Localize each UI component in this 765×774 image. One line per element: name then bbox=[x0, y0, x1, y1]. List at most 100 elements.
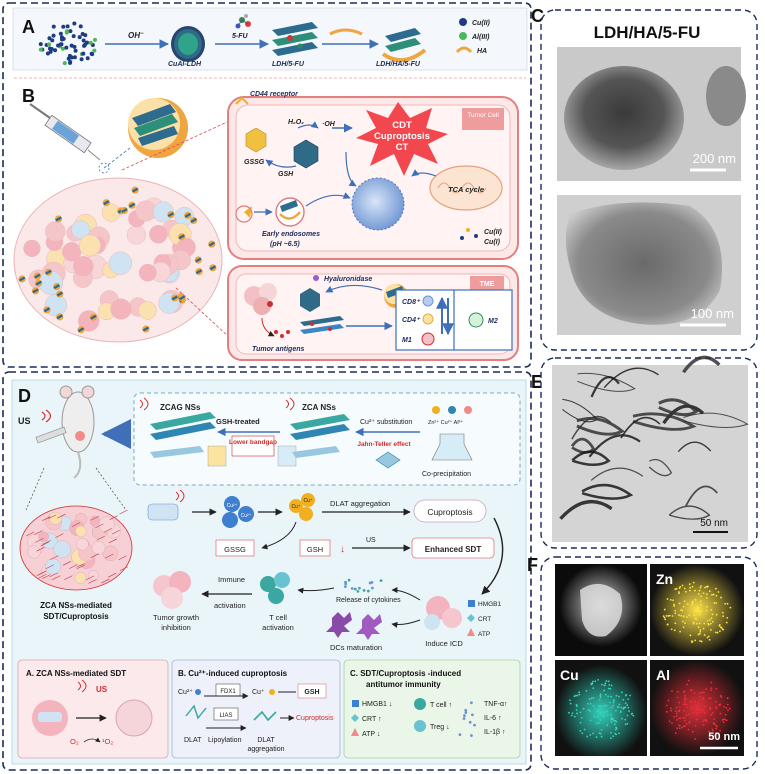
tem-particle-1 bbox=[564, 66, 684, 170]
fiber bbox=[85, 575, 95, 581]
eds-dot bbox=[599, 693, 602, 696]
eds-dot bbox=[669, 598, 672, 601]
enhanced-sdt-box bbox=[411, 537, 495, 559]
eds-dot bbox=[676, 696, 679, 699]
ldh-hex-1 bbox=[245, 127, 267, 153]
eds-dot bbox=[697, 606, 700, 609]
eds-dot bbox=[594, 680, 597, 683]
eds-dot bbox=[711, 728, 714, 731]
tissue-cell bbox=[138, 301, 157, 320]
eds-dot bbox=[671, 690, 673, 693]
eds-dot bbox=[725, 719, 728, 722]
burst-ct: CT bbox=[396, 142, 409, 153]
eds-dot bbox=[624, 718, 627, 721]
us-waves bbox=[41, 409, 52, 423]
eds-dot bbox=[678, 602, 681, 605]
cuproptosis-pill bbox=[413, 499, 487, 523]
ha-strand-icon bbox=[329, 28, 363, 36]
flake bbox=[668, 505, 711, 520]
eds-dot bbox=[686, 683, 688, 686]
eds-dot bbox=[685, 714, 688, 717]
eds-dot bbox=[609, 687, 612, 690]
subbox-b-lipoylation: Lipoylation bbox=[208, 737, 242, 744]
eds-dot bbox=[694, 589, 696, 592]
eds-dot bbox=[692, 622, 695, 625]
fiber bbox=[52, 575, 61, 581]
fiber bbox=[55, 533, 64, 538]
eds-dot bbox=[670, 628, 673, 631]
subbox-a-cell-2 bbox=[115, 699, 153, 737]
label-oh: OH− bbox=[128, 31, 144, 40]
ldh-5fu-icon bbox=[272, 22, 318, 56]
arrow-gsh bbox=[265, 159, 297, 168]
nanoparticle-zoom bbox=[98, 98, 188, 174]
eds-dot bbox=[693, 692, 696, 695]
nanoparticle-mini bbox=[171, 294, 179, 302]
tem-particle-2 bbox=[706, 66, 746, 126]
eds-dot bbox=[688, 713, 691, 716]
eds-dot bbox=[674, 612, 677, 615]
nanoparticle-mini bbox=[33, 272, 41, 280]
fiber bbox=[50, 555, 59, 560]
eds-dot bbox=[710, 713, 713, 716]
ion-dot bbox=[68, 60, 73, 65]
eds-dot bbox=[715, 727, 718, 730]
eds-dot bbox=[689, 586, 692, 589]
ion-dot bbox=[38, 47, 43, 52]
eds-dot bbox=[694, 724, 697, 727]
eds-dot bbox=[711, 594, 713, 596]
eds-dot bbox=[603, 711, 606, 714]
cytokine bbox=[343, 585, 347, 589]
eds-dot bbox=[603, 715, 606, 718]
tissue-cell bbox=[45, 221, 66, 242]
label-gsh-treated: GSH-treated bbox=[216, 417, 260, 426]
eds-dot bbox=[604, 693, 607, 696]
fiber bbox=[90, 553, 99, 558]
eds-dot bbox=[709, 706, 712, 709]
subbox-a-singlet-o2: ¹O₂ bbox=[102, 737, 113, 746]
eds-dot bbox=[706, 585, 709, 588]
eds-dot bbox=[728, 707, 731, 710]
eds-dot bbox=[675, 706, 678, 709]
eds-dot bbox=[592, 704, 595, 707]
eds-dot bbox=[674, 710, 677, 712]
eds-dot bbox=[682, 703, 685, 706]
tumor-cell-d bbox=[45, 558, 62, 575]
tissue-cell bbox=[71, 220, 91, 240]
cytokine bbox=[370, 580, 374, 584]
label-mediated-2: SDT/Cuproptosis bbox=[43, 612, 109, 621]
arrow-to-nucleus bbox=[305, 192, 351, 207]
label-oh-rad: ·OH bbox=[322, 121, 336, 128]
eds-dot bbox=[688, 721, 691, 724]
tissue-cell bbox=[108, 251, 133, 275]
eds-dot bbox=[720, 596, 722, 599]
eds-dot bbox=[689, 701, 691, 704]
eds-dot bbox=[626, 704, 629, 707]
fiber bbox=[111, 529, 120, 535]
eds-dot bbox=[724, 713, 727, 716]
tumor-cell-tag bbox=[462, 108, 504, 130]
label-cual-ldh: CuAl-LDH bbox=[168, 61, 202, 68]
ion-dot bbox=[79, 57, 84, 62]
eds-dot bbox=[574, 694, 577, 697]
eds-dot bbox=[697, 633, 700, 636]
eds-dot bbox=[607, 695, 610, 698]
eds-dot bbox=[676, 727, 679, 730]
ion-dot bbox=[78, 24, 83, 29]
eds-dot bbox=[575, 709, 578, 711]
eds-dot bbox=[706, 605, 708, 608]
eds-dot bbox=[686, 616, 688, 618]
eds-dot bbox=[579, 721, 582, 724]
eds-dot bbox=[610, 713, 612, 716]
fiber bbox=[118, 555, 127, 561]
label-cu-i: Cu(I) bbox=[484, 239, 501, 246]
nanoparticle-mini bbox=[77, 326, 85, 334]
eds-dot bbox=[710, 609, 713, 611]
fiber bbox=[48, 514, 57, 520]
label-cd4: CD4⁺ bbox=[402, 317, 421, 324]
ion-dot bbox=[58, 42, 63, 47]
eds-dot bbox=[694, 617, 697, 620]
ion-dot bbox=[72, 44, 77, 49]
eds-dot bbox=[726, 697, 729, 699]
cytokine bbox=[379, 579, 383, 583]
